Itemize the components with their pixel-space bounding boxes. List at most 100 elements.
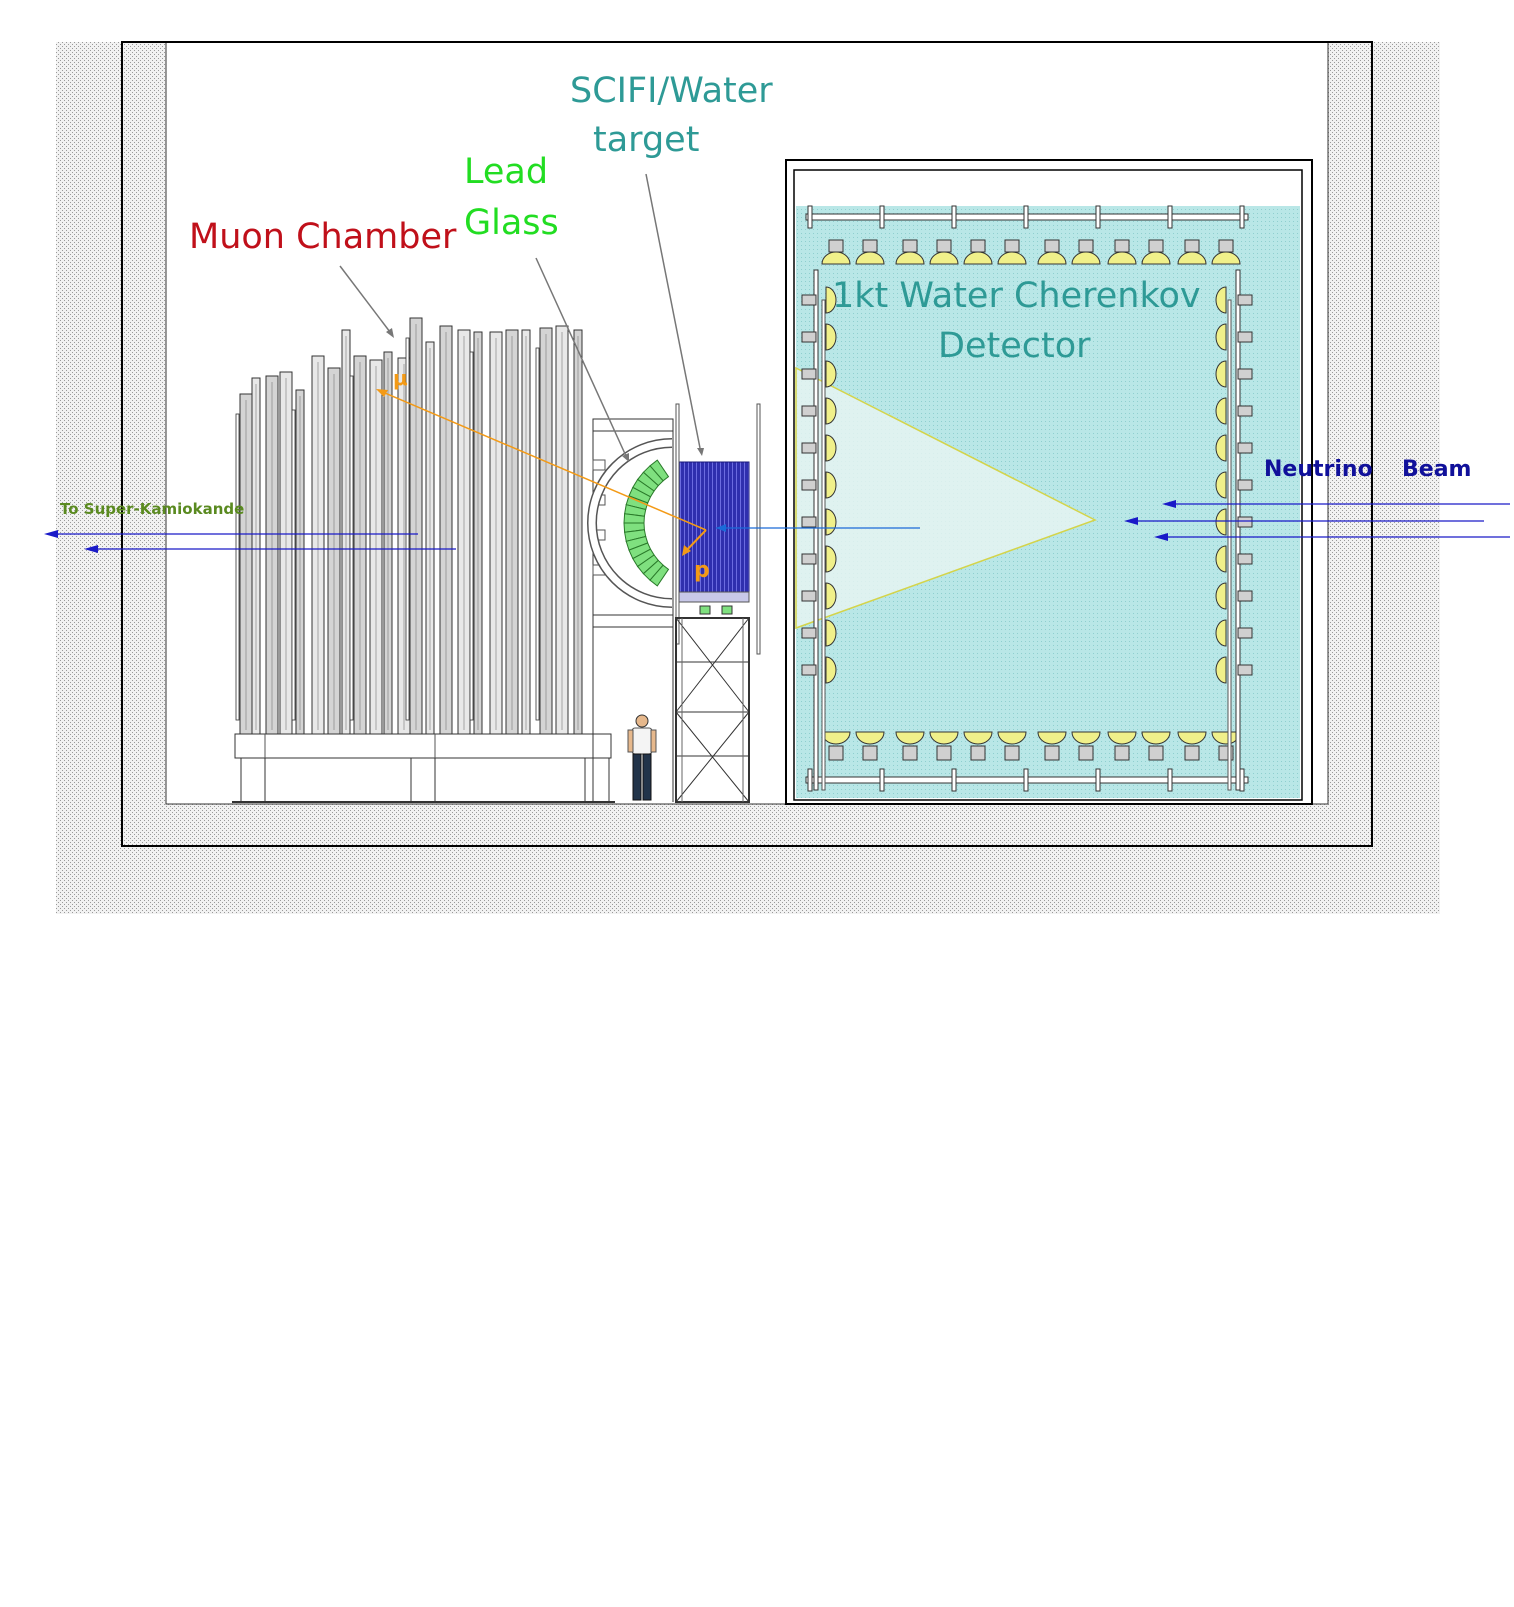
target-support-tower [675,617,750,803]
pmt-neck [801,664,817,676]
pmt-neck [1114,239,1130,253]
lead-glass-block [649,564,670,587]
pmt-neck [1237,664,1253,676]
muon-plane-frame [291,409,296,721]
muon-plane-frame [469,351,474,721]
pmt-neck [862,745,878,761]
pmt-neck [970,239,986,253]
pmt-neck [1044,239,1060,253]
pmt-neck [1148,745,1164,761]
pmt-neck [902,745,918,761]
muon-plane-frame [405,337,410,721]
scifi-water-target [675,403,761,655]
pmt-right [1215,323,1227,351]
pmt-top [1141,251,1171,265]
pmt-support-post [807,205,813,229]
pmt-support-post [1095,205,1101,229]
pmt-support-post [879,768,885,792]
pmt-right [1215,508,1227,536]
pmt-left [825,286,837,314]
pmt-top [963,251,993,265]
pmt-neck [902,239,918,253]
pmt-neck [1078,239,1094,253]
pmt-support-post [1167,205,1173,229]
pmt-top [1211,251,1241,265]
muon-plane-frame [535,347,540,721]
lead-glass-label-line1: Lead [464,152,548,192]
pmt-right [1215,619,1227,647]
pmt-right [1215,286,1227,314]
muon-chamber-base [232,733,615,803]
muon-chamber-label: Muon Chamber [189,217,457,257]
muon-track [377,389,707,531]
pmt-left [825,471,837,499]
pmt-left [825,360,837,388]
pmt-neck [801,590,817,602]
pmt-top [821,251,851,265]
pmt-bottom [1037,731,1067,745]
pmt-support-post [1239,768,1245,792]
pmt-neck [862,239,878,253]
pmt-neck [1184,239,1200,253]
pmt-neck [1237,479,1253,491]
muon-plane-frame [349,375,354,721]
pmt-support-post [1023,205,1029,229]
person-figure [627,714,657,801]
pmt-neck [1004,239,1020,253]
pmt-neck [801,627,817,639]
pmt-bottom [963,731,993,745]
pmt-support-post [1167,768,1173,792]
pmt-bottom [1107,731,1137,745]
pmt-bottom [1071,731,1101,745]
neutrino-beam-label-beam: Beam [1402,457,1471,482]
lead-glass-arc [623,459,670,587]
lead-glass-frame [587,418,674,802]
pmt-right [1215,582,1227,610]
pmt-bottom [1177,731,1207,745]
pmt-neck [1184,745,1200,761]
lead-glass-label-line2: Glass [464,203,559,243]
pmt-right [1215,545,1227,573]
pmt-neck [1237,627,1253,639]
pmt-support-post [951,768,957,792]
muon-plane-frame [235,413,240,721]
pmt-right [1215,434,1227,462]
pmt-support-post [951,205,957,229]
label-pointers [339,173,704,462]
pmt-support-post [1095,768,1101,792]
scifi-label-line2: target [593,120,699,160]
pmt-bottom [855,731,885,745]
pmt-neck [1237,442,1253,454]
pmt-left [825,434,837,462]
pmt-neck [1237,368,1253,380]
muon-symbol: μ [393,366,408,390]
pmt-neck [828,745,844,761]
pmt-neck [1004,745,1020,761]
pmt-right [1215,397,1227,425]
pmt-neck [801,516,817,528]
pmt-neck [801,405,817,417]
pmt-side-frame-right [1235,269,1241,791]
pmt-bottom [1141,731,1171,745]
pmt-bottom [997,731,1027,745]
scifi-label-line1: SCIFI/Water [570,71,773,111]
pmt-neck [801,553,817,565]
pmt-neck [1237,516,1253,528]
pmt-bottom [929,731,959,745]
water-cherenkov-label-line2: Detector [938,326,1091,366]
proton-track [684,529,707,553]
pmt-support-post [1239,205,1245,229]
pmt-right [1215,360,1227,388]
pmt-neck [828,239,844,253]
pmt-neck [801,331,817,343]
particle-tracks [376,389,920,556]
water-cherenkov-label-line1: 1kt Water Cherenkov [832,276,1201,316]
pmt-neck [801,442,817,454]
pmt-neck [1237,553,1253,565]
incoming-neutrino-beam [1124,500,1510,541]
pmt-side-frame-left [813,269,819,791]
pmt-right [1215,656,1227,684]
pmt-neck [801,479,817,491]
outgoing-beam-arrows [44,530,456,553]
